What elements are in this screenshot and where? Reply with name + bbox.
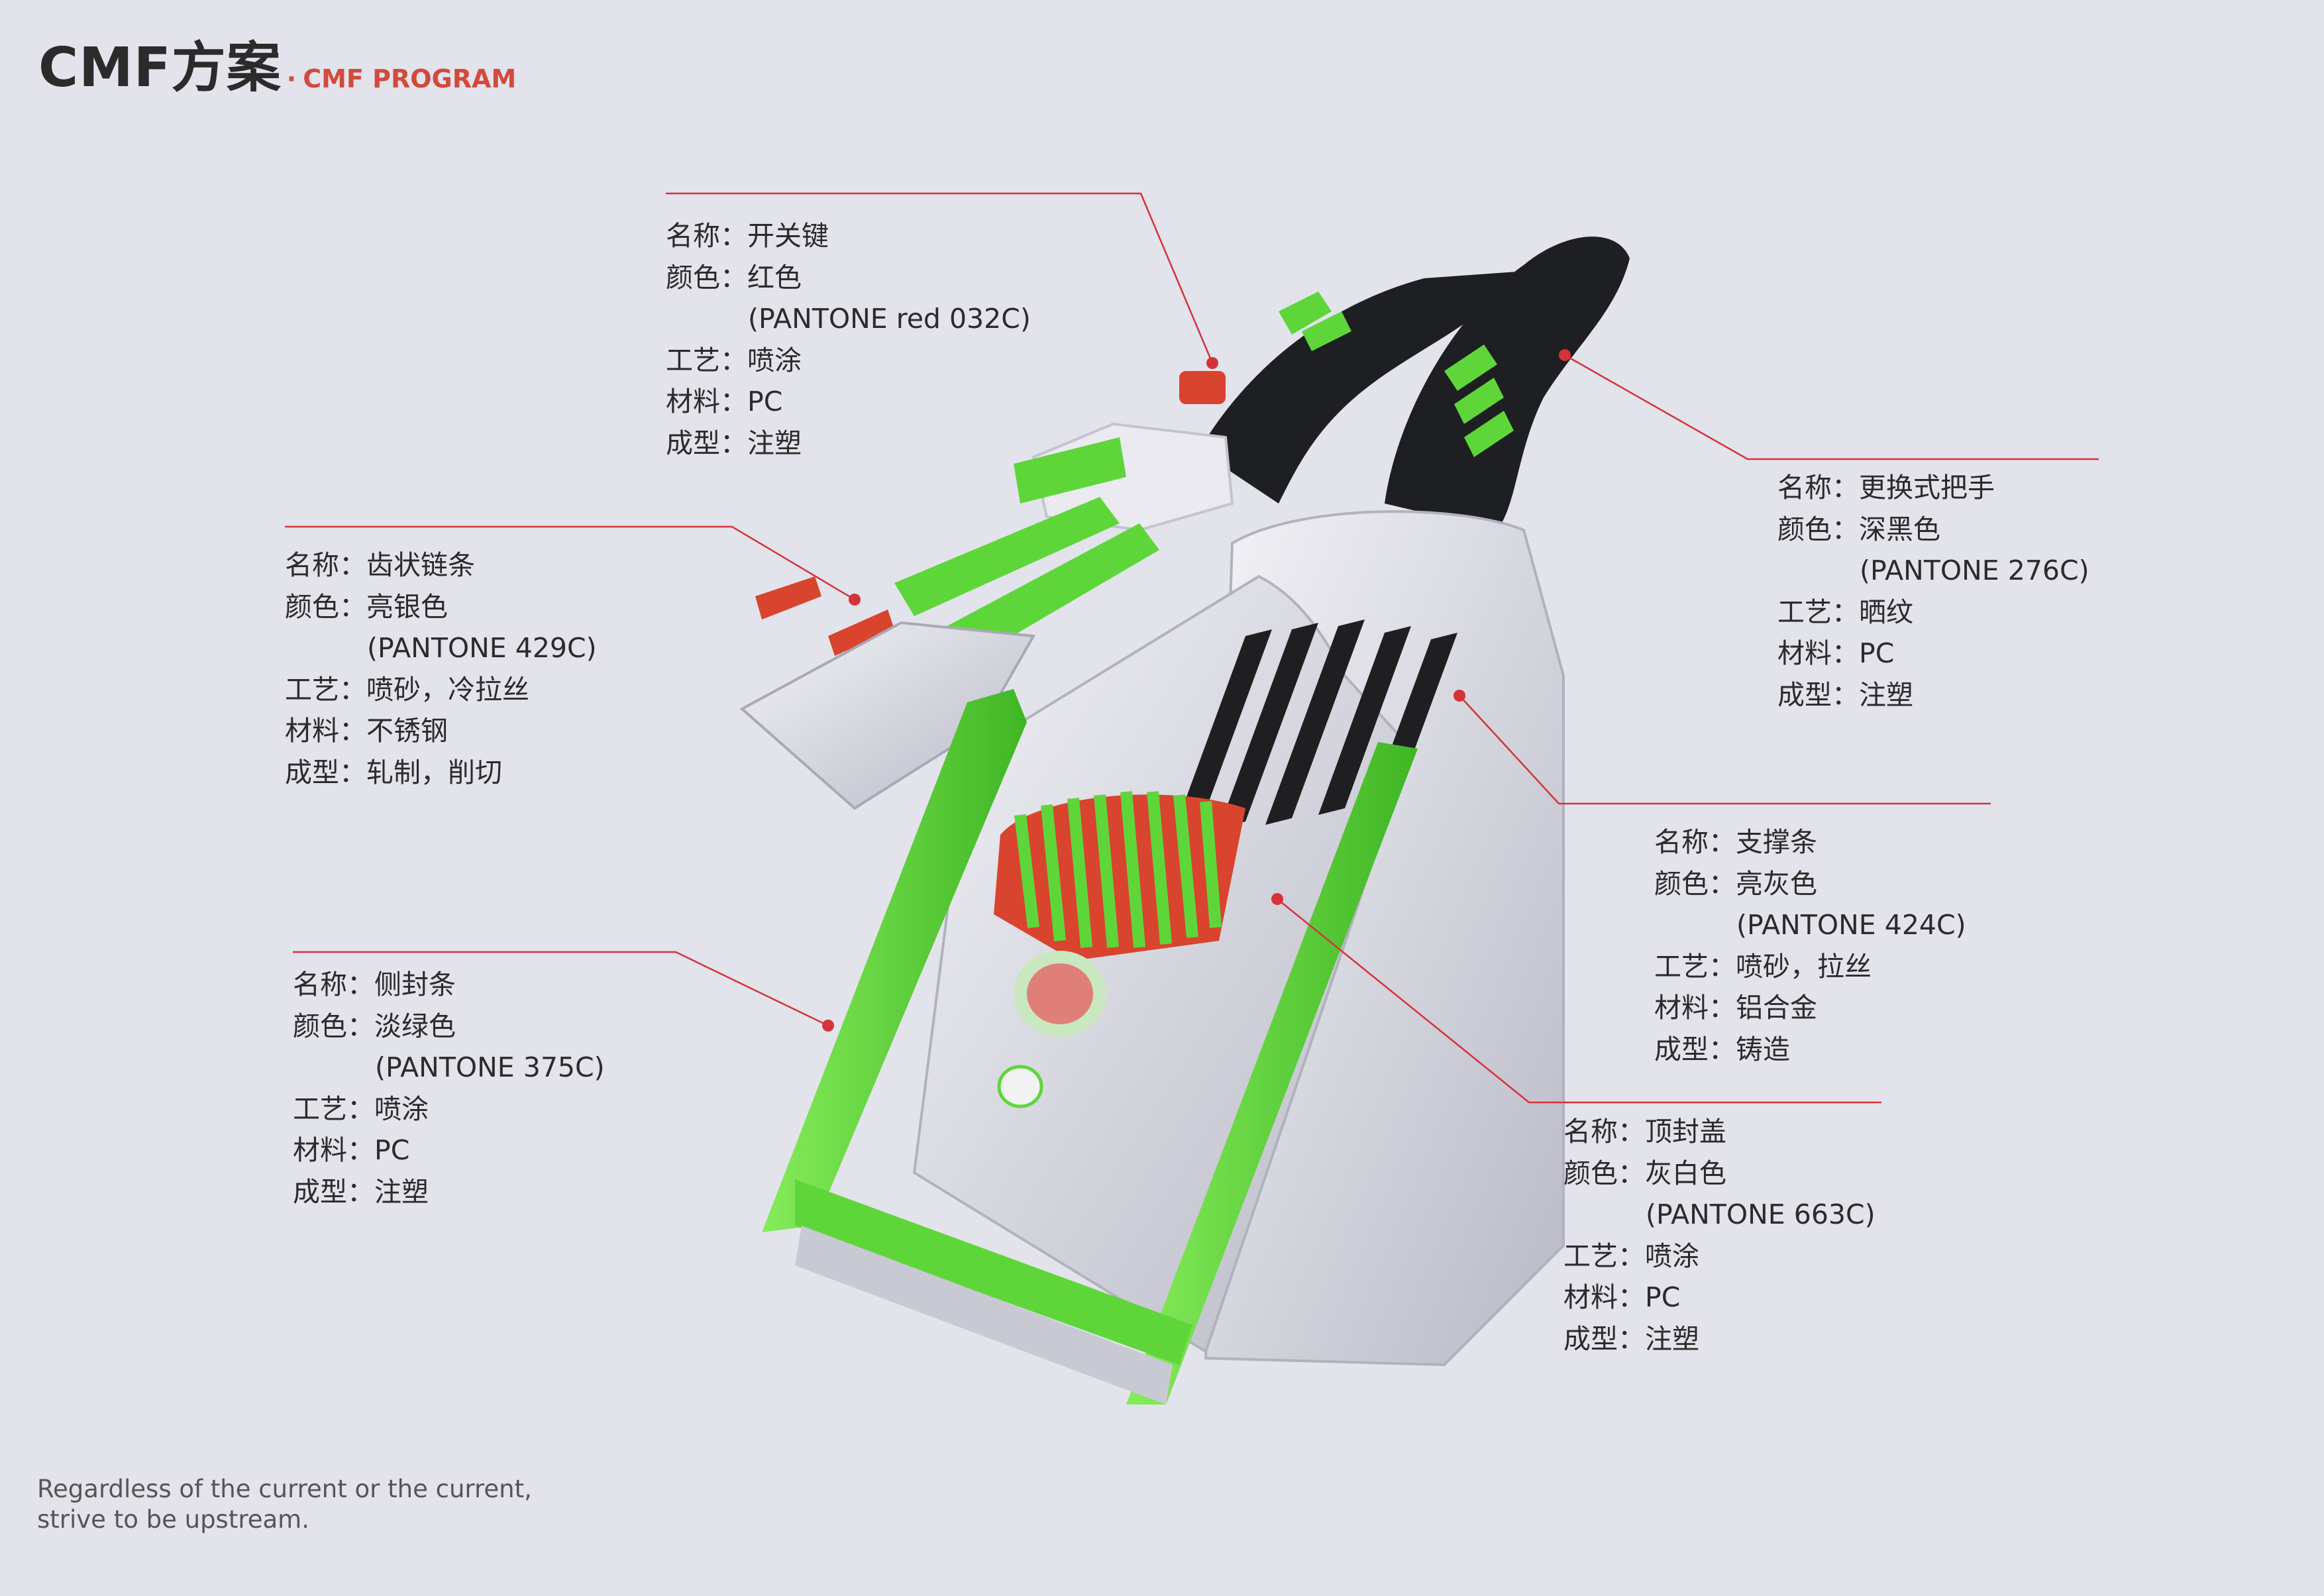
spec-name: 名称：支撑条: [1654, 826, 1817, 858]
page-header: CMF方案 ·CMF PROGRAM: [38, 41, 516, 95]
spec-block-switch: 名称：开关键 颜色：红色 (PANTONE red 032C) 工艺：喷涂 材料…: [666, 215, 1031, 464]
switch-red: [1179, 371, 1226, 404]
spec-molding: 成型：轧制，削切: [285, 756, 502, 788]
handle-right: [1385, 237, 1630, 530]
spec-color: 颜色：亮银色: [285, 590, 448, 623]
spec-process: 工艺：喷涂: [666, 344, 802, 376]
spec-color: 颜色：深黑色: [1777, 513, 1940, 545]
spec-material: 材料：PC: [293, 1134, 410, 1166]
page-subtitle: ·CMF PROGRAM: [287, 66, 516, 91]
leader-line-support: [1459, 695, 1991, 805]
spec-block-handle: 名称：更换式把手 颜色：深黑色 (PANTONE 276C) 工艺：晒纹 材料：…: [1777, 467, 2089, 716]
marker-dot-handle: [1559, 349, 1571, 361]
footer-slogan: Regardless of the current or the current…: [37, 1474, 532, 1535]
footer-line-2: strive to be upstream.: [37, 1505, 309, 1534]
spec-pantone: (PANTONE 663C): [1646, 1198, 1875, 1230]
spec-process: 工艺：喷涂: [1563, 1240, 1699, 1272]
spec-block-chain: 名称：齿状链条 颜色：亮银色 (PANTONE 429C) 工艺：喷砂，冷拉丝 …: [285, 545, 597, 793]
spec-block-top: 名称：顶封盖 颜色：灰白色 (PANTONE 663C) 工艺：喷涂 材料：PC…: [1563, 1111, 1875, 1359]
spec-material: 材料：PC: [1563, 1281, 1681, 1313]
marker-dot-side: [822, 1020, 834, 1032]
spec-name: 名称：开关键: [666, 220, 829, 252]
spec-process: 工艺：晒纹: [1777, 596, 1913, 628]
spec-name: 名称：更换式把手: [1777, 472, 1995, 504]
spec-molding: 成型：铸造: [1654, 1033, 1790, 1065]
marker-dot-chain: [849, 594, 861, 606]
spec-color: 颜色：淡绿色: [293, 1010, 456, 1042]
spec-material: 材料：不锈钢: [285, 715, 448, 747]
head-unit: [739, 422, 1234, 810]
leader-line-handle: [1564, 354, 2099, 460]
spec-block-support: 名称：支撑条 颜色：亮灰色 (PANTONE 424C) 工艺：喷砂，拉丝 材料…: [1654, 822, 1966, 1070]
spec-pantone: (PANTONE 424C): [1736, 909, 1966, 941]
spec-color: 颜色：灰白色: [1563, 1157, 1726, 1189]
spec-material: 材料：铝合金: [1654, 992, 1817, 1024]
spec-pantone: (PANTONE 276C): [1860, 555, 2089, 586]
marker-dot-top: [1271, 893, 1283, 905]
spec-process: 工艺：喷砂，拉丝: [1654, 950, 1872, 983]
leader-line-chain: [285, 525, 855, 601]
spec-molding: 成型：注塑: [1563, 1322, 1699, 1355]
spec-pantone: (PANTONE red 032C): [748, 303, 1031, 335]
leader-line-top: [1277, 898, 1881, 1104]
marker-dot-support: [1453, 690, 1465, 702]
spec-process: 工艺：喷砂，冷拉丝: [285, 673, 529, 706]
spec-molding: 成型：注塑: [293, 1175, 429, 1208]
spec-material: 材料：PC: [1777, 637, 1895, 669]
handle-left: [1199, 272, 1517, 504]
footer-line-1: Regardless of the current or the current…: [37, 1475, 532, 1503]
spec-molding: 成型：注塑: [666, 427, 802, 459]
leader-line-side: [293, 951, 829, 1027]
spec-block-side: 名称：侧封条 颜色：淡绿色 (PANTONE 375C) 工艺：喷涂 材料：PC…: [293, 964, 605, 1212]
spec-name: 名称：侧封条: [293, 969, 456, 1000]
spec-color: 颜色：红色: [666, 261, 802, 293]
spec-molding: 成型：注塑: [1777, 678, 1913, 711]
spec-pantone: (PANTONE 375C): [375, 1051, 605, 1083]
spec-process: 工艺：喷涂: [293, 1092, 429, 1125]
leader-line-switch: [666, 192, 1214, 364]
page-subtitle-text: CMF PROGRAM: [303, 64, 517, 93]
spec-color: 颜色：亮灰色: [1654, 867, 1817, 900]
marker-dot-switch: [1206, 357, 1218, 369]
spec-name: 名称：齿状链条: [285, 549, 475, 581]
page-title: CMF方案: [38, 36, 282, 99]
title-separator: ·: [286, 64, 297, 93]
scoop-body: [762, 510, 1565, 1405]
spec-name: 名称：顶封盖: [1563, 1116, 1726, 1147]
spec-pantone: (PANTONE 429C): [367, 632, 597, 664]
spec-material: 材料：PC: [666, 386, 783, 417]
